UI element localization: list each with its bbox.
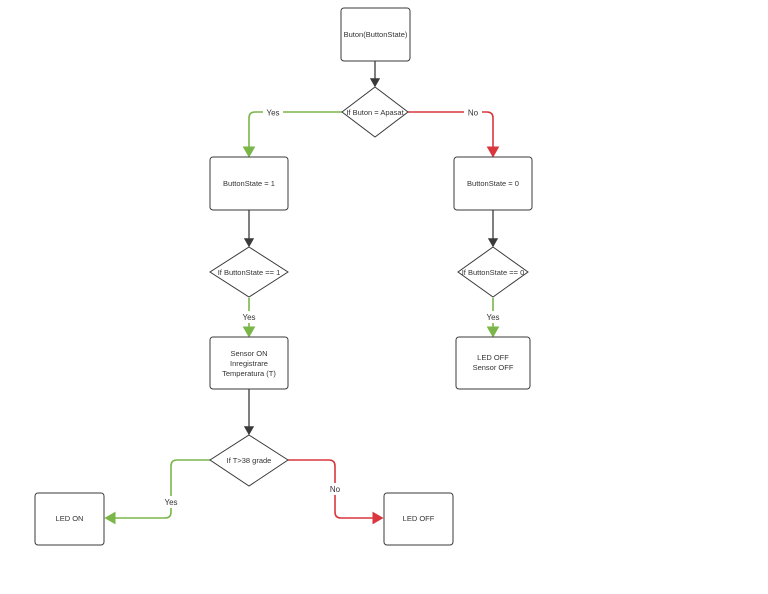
- decision-state0: [457, 246, 529, 298]
- led-off-box: [383, 492, 454, 546]
- edge-label-buton-no: No: [468, 109, 479, 118]
- edge-buton-yes: [242, 111, 342, 158]
- led-on-box-label: LED ON: [56, 514, 84, 523]
- led-on-box: [34, 492, 105, 546]
- state0-box-label: ButtonState = 0: [467, 179, 519, 188]
- decision-state1: [209, 246, 289, 298]
- state1-box-label: ButtonState = 1: [223, 179, 275, 188]
- edge-buton-no: [408, 111, 500, 158]
- state1-box: [209, 156, 289, 211]
- edge-label-state1-yes: Yes: [242, 313, 255, 322]
- sensor-on-line-1: Sensor ON: [230, 349, 267, 358]
- led-off-sensor-off-box: [455, 336, 531, 390]
- sensor-on-line-2: Inregistrare: [230, 359, 268, 368]
- edge-temp-yes: [104, 459, 210, 525]
- start-box: [340, 7, 411, 62]
- sensor-on-box: [209, 336, 289, 390]
- decision-buton-label: If Buton = Apasat: [346, 108, 404, 117]
- led-off-sensor-off-line-1: LED OFF: [477, 353, 509, 362]
- state0-box: [453, 156, 533, 211]
- start-box-label: Buton(ButtonState): [344, 30, 408, 39]
- decision-state1-label: If ButtonState == 1: [218, 268, 281, 277]
- edge-label-temp-yes: Yes: [164, 498, 177, 507]
- edge-label-buton-yes: Yes: [266, 109, 279, 118]
- decision-buton: [341, 86, 409, 138]
- edge-label-temp-no: No: [330, 485, 341, 494]
- decision-state0-label: If ButtonState == 0: [462, 268, 525, 277]
- led-off-box-label: LED OFF: [403, 514, 435, 523]
- sensor-on-line-3: Temperatura (T): [222, 369, 276, 378]
- edge-label-state0-yes: Yes: [486, 313, 499, 322]
- decision-temp: [209, 434, 289, 487]
- decision-temp-label: If T>38 grade: [227, 456, 272, 465]
- led-off-sensor-off-line-2: Sensor OFF: [473, 363, 514, 372]
